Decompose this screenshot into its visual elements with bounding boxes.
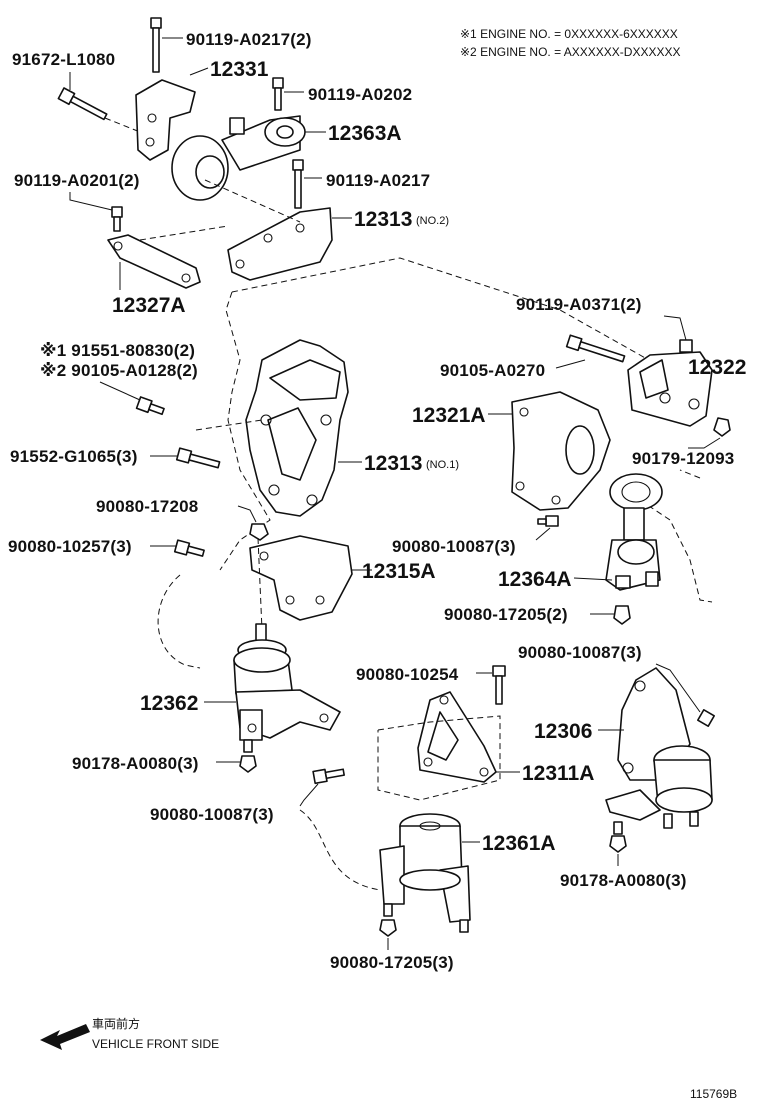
label-12364a: 12364A [498,568,572,591]
label-12361a: 12361A [482,832,556,855]
dash-line [195,419,263,431]
nut-90080-17205-3-icon [379,919,397,937]
nut-90178-a0080-a-icon [239,739,257,773]
engine-note-2: ※2 ENGINE NO. = AXXXXXX-DXXXXXX [460,45,680,59]
bolt-90105-a0270-icon [565,334,626,363]
dash-line [104,117,141,133]
bolt-90119-a0201-icon [111,206,123,232]
direction-label-en: VEHICLE FRONT SIDE [92,1037,219,1051]
label-12306: 12306 [534,720,592,743]
bracket-12331-icon [135,79,196,161]
mount-12361a-icon [379,813,471,933]
mount-12362-icon [233,623,341,741]
label-12327a: 12327A [112,294,186,317]
bolt-91551-80830-icon [135,396,165,416]
label-90080-10087-3-c: 90080-10087(3) [150,805,274,824]
label-90119-a0202: 90119-A0202 [308,85,412,104]
label-12363a: 12363A [328,122,402,145]
leader-line [555,359,586,369]
nut-90080-17205-2-icon [613,605,631,625]
label-12362: 12362 [140,692,198,715]
leader-line [237,505,257,523]
label-90080-17208: 90080-17208 [96,497,198,516]
label-91672-l1080: 91672-L1080 [12,50,115,69]
bolt-90119-a0371-icon [679,339,693,353]
bracket-12321a-icon [511,391,611,511]
label-91552-g1065-3: 91552-G1065(3) [10,447,138,466]
label-90105-a0270: 90105-A0270 [440,361,545,380]
bolt-90080-10257-icon [173,539,205,557]
label-91551-80830-2: ※1 91551-80830(2) [40,341,195,360]
label-12322: 12322 [688,356,746,379]
engine-note-1: ※1 ENGINE NO. = 0XXXXXX-6XXXXXX [460,27,678,41]
label-90119-a0217-2: 90119-A0217(2) [186,30,312,49]
label-12331: 12331 [210,58,269,81]
direction-label-jp: 車両前方 [92,1016,140,1031]
label-90119-a0217: 90119-A0217 [326,171,430,190]
leader-line [655,663,701,713]
label-12313-no2-suffix: (NO.2) [416,215,449,227]
bolt-91672-l1080-icon [57,87,108,121]
dash-line [204,179,301,223]
leader-line [535,527,551,541]
bolt-90080-10087-b-icon [697,709,715,727]
label-90080-10257-3: 90080-10257(3) [8,537,132,556]
label-12311a: 12311A [522,762,594,785]
dash-box [377,715,501,801]
bolt-90119-a0217-icon [292,159,304,209]
bolt-90119-a0202-icon [272,77,284,111]
leader-line [663,315,687,341]
torque-rod-12363a-icon [171,115,306,201]
figure-id: 115769B [690,1087,737,1101]
label-12315a: 12315A [362,560,436,583]
leader-line [69,192,113,211]
nut-90179-12093-icon [713,417,731,437]
label-12313-no2: 12313 [354,208,412,231]
label-90119-a0201-2: 90119-A0201(2) [14,171,140,190]
dash-line [139,225,229,241]
label-12313-no1: 12313 [364,452,422,475]
leader-line [688,437,721,449]
leader-line [299,783,319,807]
mount-12364a-icon [605,473,663,591]
label-90080-10087-3-a: 90080-10087(3) [392,537,516,556]
bolt-90080-10087-a-icon [537,515,559,527]
leader-line [189,67,209,76]
bracket-12313-no2-icon [227,207,333,281]
label-90119-a0371-2: 90119-A0371(2) [516,295,642,314]
label-90178-a0080-3-b: 90178-A0080(3) [560,871,687,890]
mount-12306-icon [605,667,713,829]
nut-90178-a0080-b-icon [609,821,627,853]
label-90178-a0080-3-a: 90178-A0080(3) [72,754,199,773]
label-90179-12093: 90179-12093 [632,449,734,468]
label-90080-17205-2: 90080-17205(2) [444,605,568,624]
label-90105-a0128-2: ※2 90105-A0128(2) [40,361,198,380]
label-90080-10254: 90080-10254 [356,665,459,684]
bolt-91552-g1065-icon [175,447,221,469]
vehicle-front-arrow-icon [40,1024,90,1050]
stay-12327a-icon [107,234,201,289]
label-90080-17205-3: 90080-17205(3) [330,953,454,972]
bolt-90080-10087-c-icon [312,768,345,785]
label-12321a: 12321A [412,404,486,427]
nut-90080-17208-icon [249,523,269,541]
bracket-12315a-icon [249,535,353,621]
leader-line [99,381,141,401]
engine-outline [157,257,713,891]
bolt-90119-a0217-2-icon [150,17,162,73]
label-90080-10087-3-b: 90080-10087(3) [518,643,642,662]
dash-line [257,537,263,631]
leader-line [573,577,613,581]
bolt-90080-10254-icon [492,665,506,705]
label-12313-no1-suffix: (NO.1) [426,459,459,471]
